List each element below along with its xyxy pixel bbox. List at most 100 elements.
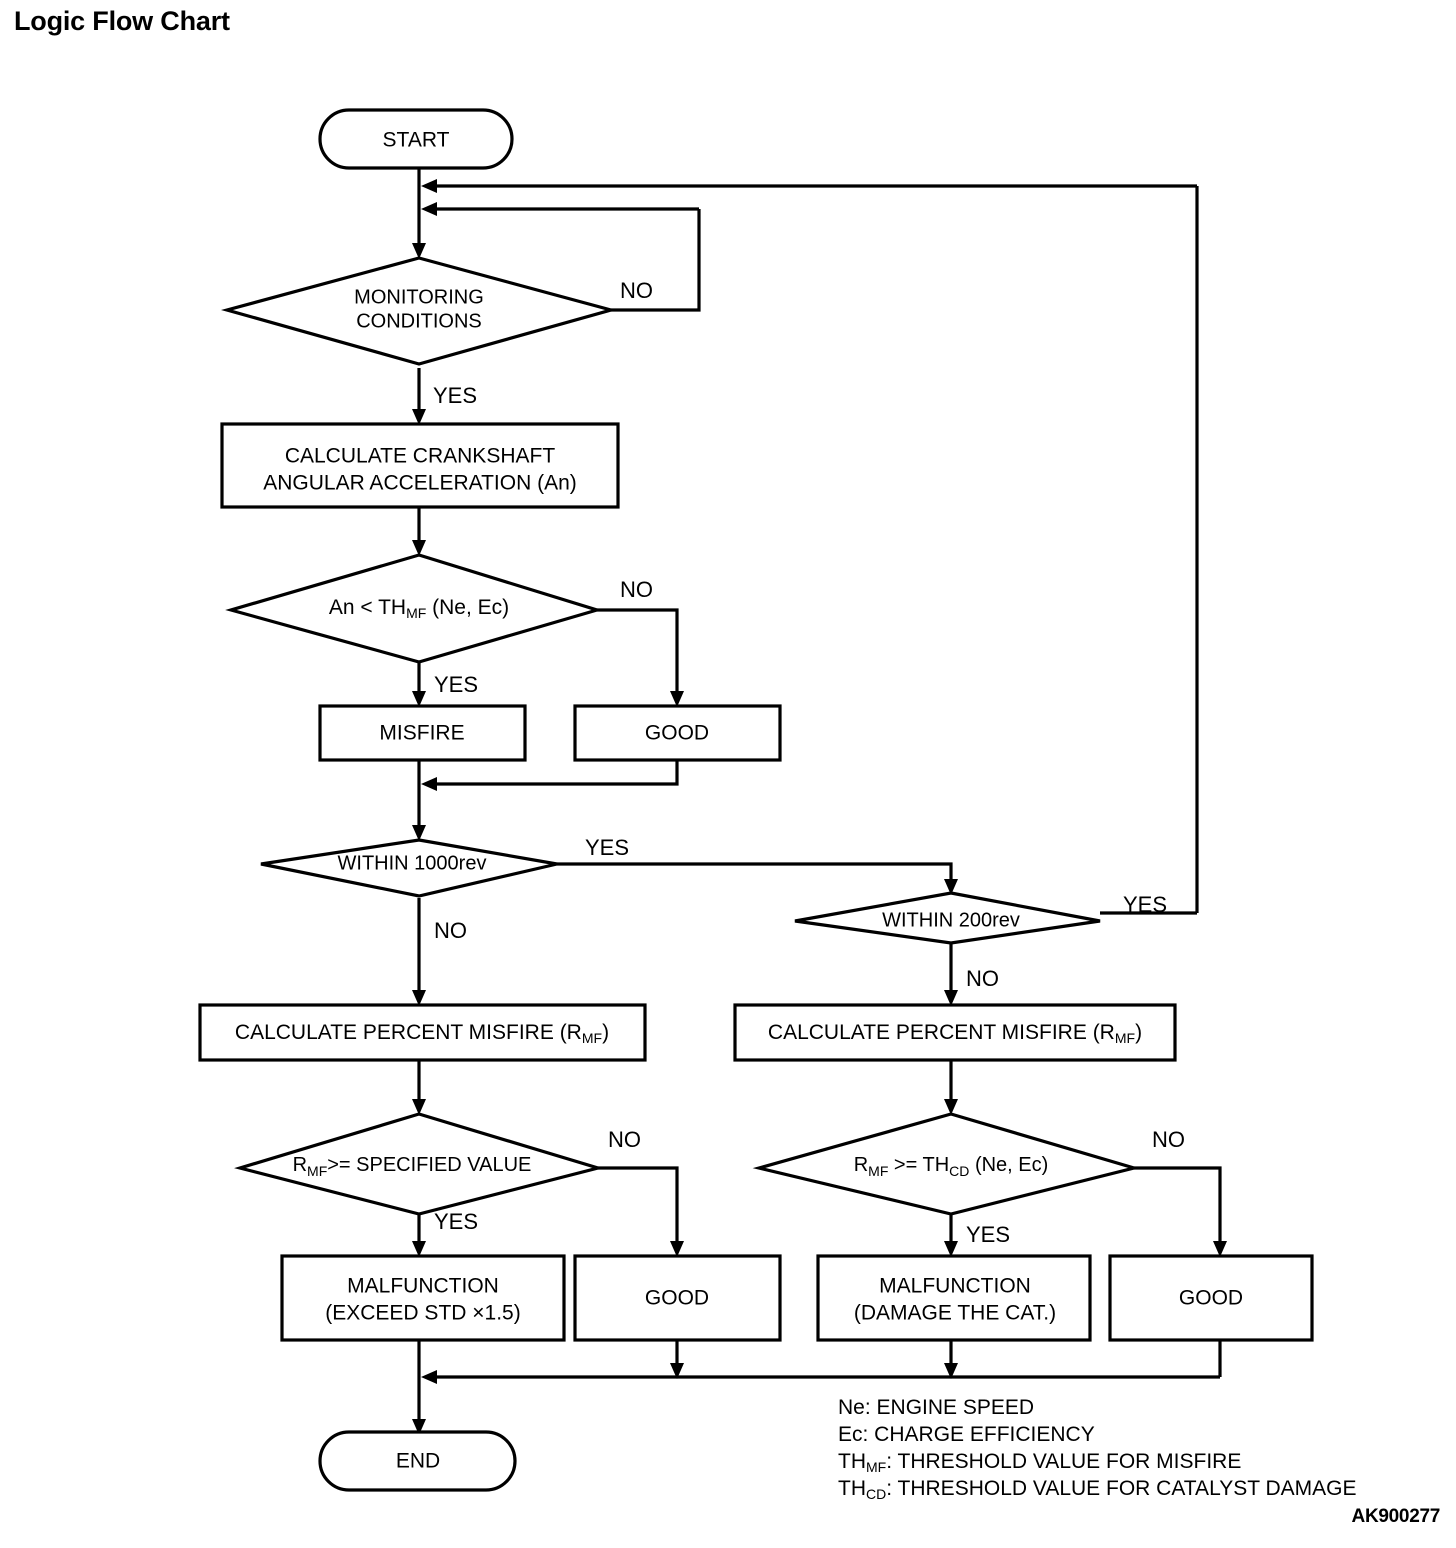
start-label: START (383, 129, 450, 152)
within1000-label: WITHIN 1000rev (338, 852, 487, 874)
good3-shape (1108, 1254, 1314, 1342)
anth-label-sub: MF (406, 605, 426, 621)
malfunction-cat-line2: (DAMAGE THE CAT.) (854, 1302, 1056, 1325)
rmfthcd-decision-shape (752, 1112, 1141, 1216)
malfunction-cat-shape (816, 1254, 1092, 1342)
node-monitoring-conditions[interactable]: MONITORING CONDITIONS (220, 256, 618, 366)
end-label: END (396, 1450, 440, 1473)
legend-line3-key: TH (838, 1450, 866, 1473)
node-end[interactable]: END (318, 1430, 517, 1492)
node-calculate-percent-misfire-right[interactable]: CALCULATE PERCENT MISFIRE (RMF) (733, 1003, 1177, 1062)
arrowhead-good1-in (670, 691, 684, 707)
good2-label: GOOD (645, 1287, 709, 1310)
node-within-1000rev[interactable]: WITHIN 1000rev (260, 838, 558, 898)
node-malfunction-damage-cat[interactable]: MALFUNCTION (DAMAGE THE CAT.) (816, 1254, 1092, 1342)
legend-line-2: Ec: CHARGE EFFICIENCY (838, 1423, 1095, 1446)
calcpct-right-shape (733, 1003, 1177, 1062)
edge-monitoring-no (611, 209, 701, 312)
monitoring-decision-shape (220, 256, 618, 366)
legend-abbreviations: Ne: ENGINE SPEED Ec: CHARGE EFFICIENCY T… (838, 1396, 1357, 1502)
arrowhead-good2-in (670, 1241, 684, 1257)
monitoring-label-line2: CONDITIONS (356, 310, 482, 332)
rmfspec-label: RMF>= SPECIFIED VALUE (293, 1154, 532, 1178)
good3-label: GOOD (1179, 1287, 1243, 1310)
node-calculate-crankshaft[interactable]: CALCULATE CRANKSHAFT ANGULAR ACCELERATIO… (220, 422, 620, 509)
arrowhead-malfunction-std-in (412, 1241, 426, 1257)
rmfspec-pre: R (293, 1154, 307, 1176)
edge-label-anth-yes: YES (434, 672, 478, 697)
node-malfunction-exceed-std[interactable]: MALFUNCTION (EXCEED STD ×1.5) (280, 1254, 566, 1342)
anth-label: An < THMF (Ne, Ec) (329, 596, 509, 621)
arrowhead-feedback-monitoring (421, 202, 437, 216)
node-an-less-than-thmf[interactable]: An < THMF (Ne, Ec) (225, 553, 603, 664)
legend-line4-text: : THRESHOLD VALUE FOR CATALYST DAMAGE (886, 1477, 1356, 1500)
edge-label-rmfthcd-yes: YES (966, 1222, 1010, 1247)
node-misfire[interactable]: MISFIRE (318, 704, 527, 762)
legend-line4-key: TH (838, 1477, 866, 1500)
rmfthcd-sub2: CD (949, 1163, 969, 1179)
within200-decision-shape (794, 891, 1101, 945)
edge-rmfspec-no (598, 1166, 679, 1246)
edge-label-monitoring-yes: YES (433, 383, 477, 408)
rmfspec-decision-shape (234, 1112, 604, 1216)
calcpct-left-shape (198, 1003, 647, 1062)
good1-label: GOOD (645, 722, 709, 745)
arrowhead-calcpct-left-in (412, 990, 426, 1006)
within1000-decision-shape (260, 838, 558, 898)
page-title: Logic Flow Chart (14, 6, 230, 36)
edge-rmfthcd-no (1134, 1166, 1222, 1246)
legend-line3-text: : THRESHOLD VALUE FOR MISFIRE (886, 1450, 1241, 1473)
edge-label-within200-yes: YES (1123, 892, 1167, 917)
node-rmf-ge-thcd[interactable]: RMF >= THCD (Ne, Ec) (752, 1112, 1141, 1216)
edge-label-rmfspec-yes: YES (434, 1209, 478, 1234)
calcpct-left-pre: CALCULATE PERCENT MISFIRE (R (235, 1021, 582, 1044)
edge-label-anth-no: NO (620, 577, 653, 602)
legend-line4-sub: CD (866, 1486, 886, 1502)
edge-label-rmfspec-no: NO (608, 1127, 641, 1152)
legend-line-4: THCD: THRESHOLD VALUE FOR CATALYST DAMAG… (838, 1477, 1357, 1502)
legend-line2-key: Ec (838, 1423, 863, 1446)
calcpct-left-sub: MF (582, 1030, 602, 1046)
arrowhead-end-in (412, 1419, 426, 1435)
node-calculate-percent-misfire-left[interactable]: CALCULATE PERCENT MISFIRE (RMF) (198, 1003, 647, 1062)
calc-crank-shape (220, 422, 620, 509)
calcpct-left-label: CALCULATE PERCENT MISFIRE (RMF) (235, 1021, 609, 1046)
calcpct-right-post: ) (1135, 1021, 1142, 1044)
rmfthcd-sub: MF (868, 1163, 888, 1179)
monitoring-label-line1: MONITORING (354, 286, 484, 308)
rmfthcd-label: RMF >= THCD (Ne, Ec) (854, 1154, 1049, 1178)
arrowhead-within1000-in (412, 825, 426, 841)
node-start[interactable]: START (318, 108, 514, 170)
rmfthcd-post: >= TH (888, 1154, 949, 1176)
legend-line-3: THMF: THRESHOLD VALUE FOR MISFIRE (838, 1450, 1241, 1475)
good1-shape (573, 704, 782, 762)
arrowhead-monitoring-in (412, 243, 426, 259)
arrowhead-good2-merge (670, 1363, 684, 1379)
arrowhead-misfire-in (412, 691, 426, 707)
figure-code: AK900277 (1351, 1506, 1441, 1527)
node-rmf-ge-specified-value[interactable]: RMF>= SPECIFIED VALUE (234, 1112, 604, 1216)
node-good-after-rmfthcd[interactable]: GOOD (1108, 1254, 1314, 1342)
calc-crank-label-line1: CALCULATE CRANKSHAFT (285, 445, 555, 468)
edge-label-layer: NO YES NO YES YES NO YES NO NO YES NO YE… (433, 278, 1185, 1247)
node-good-after-anth[interactable]: GOOD (573, 704, 782, 762)
arrowhead-within200-in (944, 879, 958, 895)
connector-layer (412, 168, 1227, 1435)
arrowhead-calc-crank-in (412, 409, 426, 425)
node-within-200rev[interactable]: WITHIN 200rev (794, 891, 1101, 945)
edge-within1000-yes (557, 862, 953, 884)
anth-label-pre: An < TH (329, 596, 406, 619)
arrowhead-feedback-outer (421, 179, 437, 193)
node-good-after-rmfspec[interactable]: GOOD (573, 1254, 782, 1342)
arrowhead-rmfspec-in (412, 1099, 426, 1115)
legend-line-1: Ne: ENGINE SPEED (838, 1396, 1034, 1419)
edge-label-within200-no: NO (966, 966, 999, 991)
end-terminator-shape (318, 1430, 517, 1492)
malfunction-cat-line1: MALFUNCTION (879, 1275, 1031, 1298)
edge-label-within1000-no: NO (434, 918, 467, 943)
rmfthcd-post2: (Ne, Ec) (969, 1154, 1048, 1176)
legend-line1-key: Ne (838, 1396, 865, 1419)
arrowhead-calcpct-right-in (944, 990, 958, 1006)
good2-shape (573, 1254, 782, 1342)
